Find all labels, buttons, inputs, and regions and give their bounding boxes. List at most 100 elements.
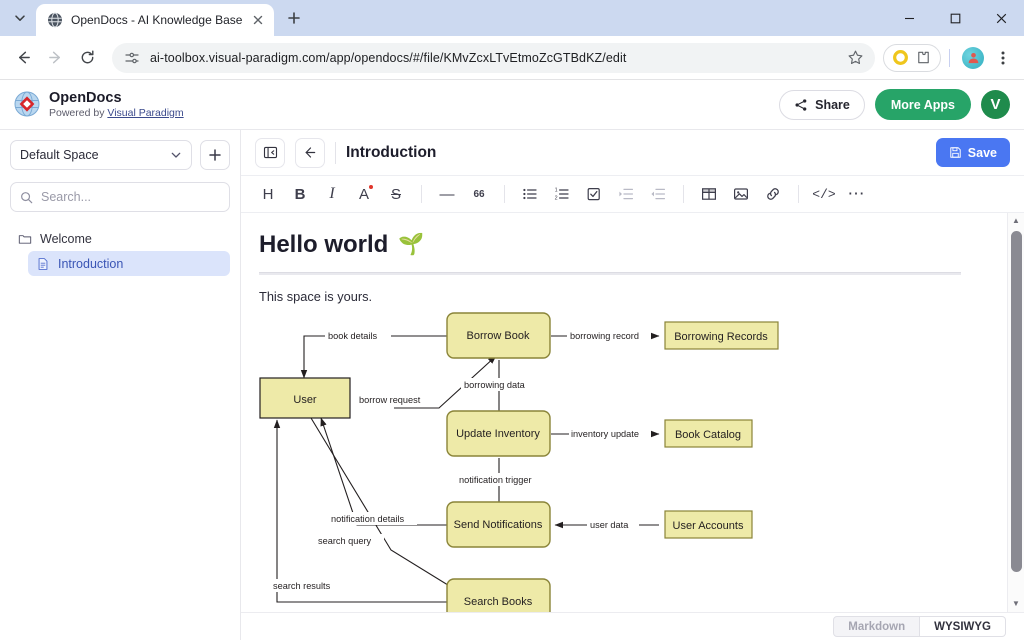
- svg-text:2: 2: [555, 196, 558, 202]
- strikethrough-button[interactable]: S: [381, 180, 411, 208]
- heading-glyph: H: [262, 185, 274, 203]
- flow-search-results: [273, 419, 447, 603]
- canvas-wrapper: Hello world 🌱 This space is yours.: [241, 213, 1024, 612]
- node-borrow-book[interactable]: Borrow Book: [446, 312, 551, 359]
- node-book-catalog[interactable]: Book Catalog: [664, 419, 753, 448]
- mode-tab-markdown[interactable]: Markdown: [833, 616, 921, 637]
- star-icon[interactable]: [847, 49, 865, 67]
- node-label: User Accounts: [673, 520, 744, 532]
- search-icon: [20, 191, 33, 204]
- indent-button[interactable]: [611, 180, 641, 208]
- toolbar-divider: [504, 185, 505, 203]
- bullet-list-button[interactable]: [515, 180, 545, 208]
- tab-search-button[interactable]: [6, 4, 34, 32]
- panel-collapse-icon[interactable]: [255, 137, 285, 168]
- puzzle-icon[interactable]: [915, 49, 932, 66]
- flow-label: user data: [590, 520, 629, 530]
- blockquote-glyph: 66: [473, 188, 485, 200]
- scroll-up-icon[interactable]: ▲: [1012, 216, 1020, 225]
- sidebar-item-introduction[interactable]: Introduction: [28, 251, 230, 276]
- back-arrow-icon[interactable]: [295, 137, 325, 168]
- task-list-button[interactable]: [579, 180, 609, 208]
- maximize-icon[interactable]: [932, 0, 978, 36]
- avatar[interactable]: V: [981, 90, 1010, 119]
- extension-circle-icon[interactable]: [892, 49, 909, 66]
- document-header: Introduction Save: [241, 130, 1024, 175]
- header-actions: Share More Apps V: [779, 89, 1010, 120]
- mode-tab-wysiwyg[interactable]: WYSIWYG: [920, 616, 1006, 637]
- flow-notification-details: [320, 417, 447, 526]
- space-selector[interactable]: Default Space: [10, 140, 192, 170]
- sidebar-item-welcome[interactable]: Welcome: [10, 226, 230, 251]
- add-page-button[interactable]: [200, 140, 230, 170]
- link-button[interactable]: [758, 180, 788, 208]
- address-bar[interactable]: ai-toolbox.visual-paradigm.com/app/opend…: [112, 42, 875, 73]
- close-window-icon[interactable]: [978, 0, 1024, 36]
- node-send-notifications[interactable]: Send Notifications: [446, 501, 551, 548]
- node-update-inventory[interactable]: Update Inventory: [446, 410, 551, 457]
- opendocs-app: OpenDocs Powered by Visual Paradigm Shar…: [0, 80, 1024, 640]
- visual-paradigm-link[interactable]: Visual Paradigm: [107, 106, 184, 119]
- table-button[interactable]: [694, 180, 724, 208]
- document-tree: Welcome Introduction: [10, 226, 230, 276]
- three-dot-menu-icon[interactable]: [990, 43, 1016, 73]
- chevron-down-icon: [170, 149, 182, 161]
- editor-scrollbar[interactable]: ▲ ▼: [1007, 213, 1024, 612]
- scrollbar-thumb[interactable]: [1011, 231, 1022, 572]
- forward-arrow-icon[interactable]: [40, 43, 70, 73]
- node-search-books[interactable]: Search Books: [446, 578, 551, 612]
- heading-button[interactable]: H: [253, 180, 283, 208]
- horizontal-rule-button[interactable]: —: [432, 180, 462, 208]
- reload-icon[interactable]: [72, 43, 102, 73]
- outdent-button[interactable]: [643, 180, 673, 208]
- search-input[interactable]: [41, 190, 220, 204]
- minimize-icon[interactable]: [886, 0, 932, 36]
- italic-button[interactable]: I: [317, 180, 347, 208]
- close-icon[interactable]: [250, 12, 266, 28]
- scrollbar-track[interactable]: [1008, 227, 1024, 598]
- node-label: Search Books: [464, 596, 533, 608]
- search-box[interactable]: [10, 182, 230, 212]
- profile-avatar-icon[interactable]: [962, 46, 984, 69]
- text-color-button[interactable]: A: [349, 180, 379, 208]
- heading-divider: [259, 272, 961, 275]
- data-flow-diagram[interactable]: User Borrow Book Update Inventory: [259, 308, 973, 612]
- node-borrowing-records[interactable]: Borrowing Records: [664, 321, 779, 350]
- browser-tab[interactable]: OpenDocs - AI Knowledge Base: [36, 4, 275, 36]
- code-block-button[interactable]: </>: [809, 180, 839, 208]
- toolbar-divider: [421, 185, 422, 203]
- flow-label: borrowing record: [570, 331, 639, 341]
- brand[interactable]: OpenDocs Powered by Visual Paradigm: [14, 90, 184, 119]
- bold-button[interactable]: B: [285, 180, 315, 208]
- sidebar: Default Space: [0, 130, 241, 640]
- folder-icon: [18, 232, 32, 246]
- node-user-accounts[interactable]: User Accounts: [664, 510, 753, 539]
- editor-statusbar: Markdown WYSIWYG: [241, 612, 1024, 640]
- share-button[interactable]: Share: [779, 89, 865, 120]
- document-canvas[interactable]: Hello world 🌱 This space is yours.: [241, 213, 1007, 612]
- extensions-group: [883, 43, 941, 72]
- scroll-down-icon[interactable]: ▼: [1012, 599, 1020, 608]
- toolbar-divider: [683, 185, 684, 203]
- flow-borrow-request: [394, 355, 497, 409]
- document-paragraph: This space is yours.: [259, 289, 373, 304]
- header-divider: [335, 141, 336, 164]
- blockquote-button[interactable]: 66: [464, 180, 494, 208]
- back-arrow-icon[interactable]: [8, 43, 38, 73]
- app-name: OpenDocs: [49, 90, 122, 107]
- more-apps-button[interactable]: More Apps: [874, 89, 971, 120]
- new-tab-button[interactable]: [280, 4, 308, 32]
- page-title: Introduction: [346, 143, 437, 161]
- save-button[interactable]: Save: [935, 138, 1010, 167]
- node-user[interactable]: User: [259, 377, 351, 419]
- save-label: Save: [967, 145, 997, 160]
- horizontal-rule-glyph: —: [439, 185, 455, 203]
- image-button[interactable]: [726, 180, 756, 208]
- more-options-button[interactable]: ⋯: [841, 180, 871, 208]
- site-settings-icon[interactable]: [124, 50, 140, 66]
- tab-title: OpenDocs - AI Knowledge Base: [71, 13, 243, 27]
- flow-label: search query: [318, 536, 372, 546]
